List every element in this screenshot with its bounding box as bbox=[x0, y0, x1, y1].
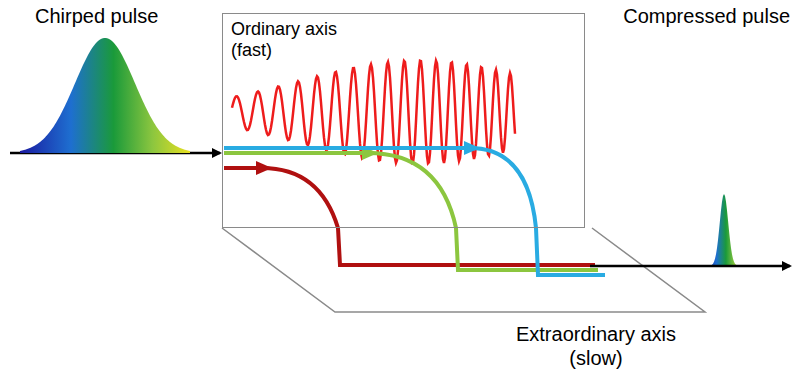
slow-axis-label: Extraordinary axis (slow) bbox=[496, 322, 696, 370]
blue-arrowhead bbox=[464, 141, 480, 155]
input-pulse-label: Chirped pulse bbox=[35, 4, 158, 28]
blue-component-path bbox=[224, 148, 605, 275]
output-pulse-label: Compressed pulse bbox=[623, 4, 790, 28]
output-beam bbox=[590, 265, 790, 268]
axis-label: Ordinary axis (fast) bbox=[231, 19, 371, 61]
crystal-ordinary-axis-box: Ordinary axis (fast) bbox=[222, 13, 585, 228]
green-component-path bbox=[224, 153, 598, 270]
red-arrowhead bbox=[256, 161, 272, 175]
chirped-pulse-shape bbox=[20, 38, 190, 153]
compressed-pulse-shape bbox=[705, 194, 743, 266]
red-component-path bbox=[224, 168, 595, 265]
